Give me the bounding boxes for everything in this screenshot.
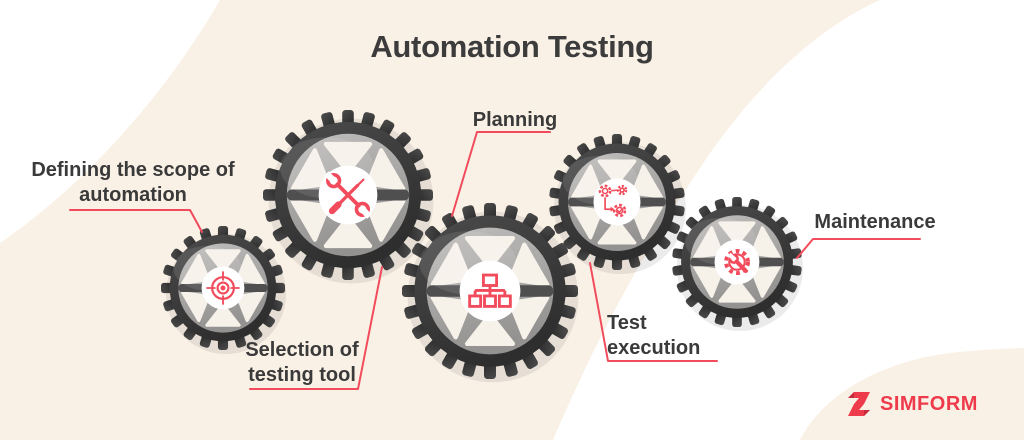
- label-planning: Planning: [472, 109, 558, 131]
- gear-planning: [402, 203, 579, 383]
- connector-planning: [451, 131, 551, 217]
- label-defining-scope: Defining the scope of automation: [31, 159, 235, 206]
- gear-selection-tool: [263, 110, 434, 284]
- label-selection-tool: Selection of testing tool: [245, 339, 359, 386]
- gear-wrench-icon: [724, 249, 750, 275]
- wrench-screwdriver-icon: [324, 171, 372, 219]
- gear-test-execution: [549, 134, 686, 274]
- simform-logo-icon: [848, 392, 870, 416]
- page-title: Automation Testing: [370, 29, 654, 64]
- target-icon: [206, 271, 240, 305]
- brand-logo: SIMFORM: [845, 390, 978, 418]
- connector-maintenance: [796, 238, 921, 259]
- brand-name: SIMFORM: [880, 392, 978, 415]
- label-maintenance: Maintenance: [814, 211, 936, 233]
- gear-defining-scope: [161, 226, 287, 355]
- label-test-execution: Test execution: [607, 312, 701, 359]
- sitemap-icon: [468, 273, 512, 308]
- connector-defining-scope: [69, 209, 203, 233]
- gear-maintenance: [672, 197, 804, 332]
- connector-test-execution: [589, 262, 718, 362]
- background-blob-corner: [800, 348, 1024, 440]
- connector-selection-tool: [249, 266, 383, 390]
